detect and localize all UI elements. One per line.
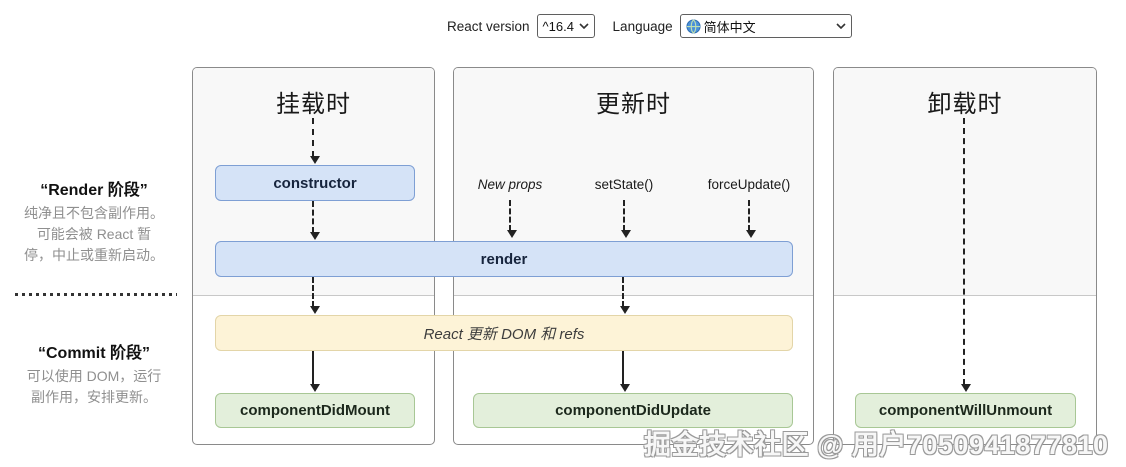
trigger-force-update: forceUpdate() xyxy=(707,177,791,192)
render-phase-desc-line: 停，中止或重新启动。 xyxy=(24,247,164,263)
render-box[interactable]: render xyxy=(215,241,793,277)
arrow-dom-update-to-did-update xyxy=(620,351,630,392)
trigger-new-props: New props xyxy=(477,177,543,192)
arrow-mounting-to-constructor xyxy=(310,118,320,164)
language-value: 简体中文 xyxy=(703,19,756,35)
arrow-new-props-to-render xyxy=(507,200,517,238)
react-version-value: ^16.4 xyxy=(542,18,574,34)
panel-unmounting: 卸载时 xyxy=(833,67,1097,445)
toolbar: React version ^16.4 Language 简体中文 xyxy=(447,13,852,39)
arrow-set-state-to-render xyxy=(621,200,631,238)
render-phase-desc-line: 可能会被 React 暂 xyxy=(36,226,152,242)
commit-phase-title: “Commit 阶段” xyxy=(37,345,150,362)
react-version-label: React version xyxy=(447,18,530,34)
trigger-set-state: setState() xyxy=(594,177,654,192)
arrow-unmounting-to-will-unmount xyxy=(961,118,971,392)
chevron-down-icon xyxy=(836,23,846,29)
component-did-mount-box[interactable]: componentDidMount xyxy=(215,393,415,428)
constructor-box[interactable]: constructor xyxy=(215,165,415,201)
commit-phase-desc-line: 可以使用 DOM，运行 xyxy=(26,368,162,384)
arrow-force-update-to-render xyxy=(746,200,756,238)
react-updates-dom-box: React 更新 DOM 和 refs xyxy=(215,315,793,351)
react-version-select[interactable]: ^16.4 xyxy=(536,14,595,38)
updating-title: 更新时 xyxy=(596,91,671,118)
render-phase-title: “Render 阶段” xyxy=(40,182,148,199)
chevron-down-icon xyxy=(578,23,589,29)
phase-divider-dotted-line xyxy=(15,293,177,296)
arrow-render-to-dom-update-updating xyxy=(620,277,630,314)
arrow-render-to-dom-update-mounting xyxy=(310,277,320,314)
arrow-dom-update-to-did-mount xyxy=(310,351,320,392)
language-label: Language xyxy=(612,18,673,34)
mounting-title: 挂载时 xyxy=(276,91,351,118)
unmounting-title: 卸载时 xyxy=(927,91,1003,118)
commit-phase-description: 可以使用 DOM，运行 副作用，安排更新。 xyxy=(4,366,184,408)
component-did-update-box[interactable]: componentDidUpdate xyxy=(473,393,793,428)
arrow-constructor-to-render xyxy=(310,201,320,240)
render-phase-zone xyxy=(834,68,1096,296)
language-select[interactable]: 简体中文 xyxy=(679,14,852,38)
render-phase-desc-line: 纯净且不包含副作用。 xyxy=(24,205,164,221)
render-phase-description: 纯净且不包含副作用。 可能会被 React 暂 停，中止或重新启动。 xyxy=(4,203,184,266)
commit-phase-desc-line: 副作用，安排更新。 xyxy=(31,389,157,405)
component-will-unmount-box[interactable]: componentWillUnmount xyxy=(855,393,1076,428)
globe-icon xyxy=(686,18,701,34)
